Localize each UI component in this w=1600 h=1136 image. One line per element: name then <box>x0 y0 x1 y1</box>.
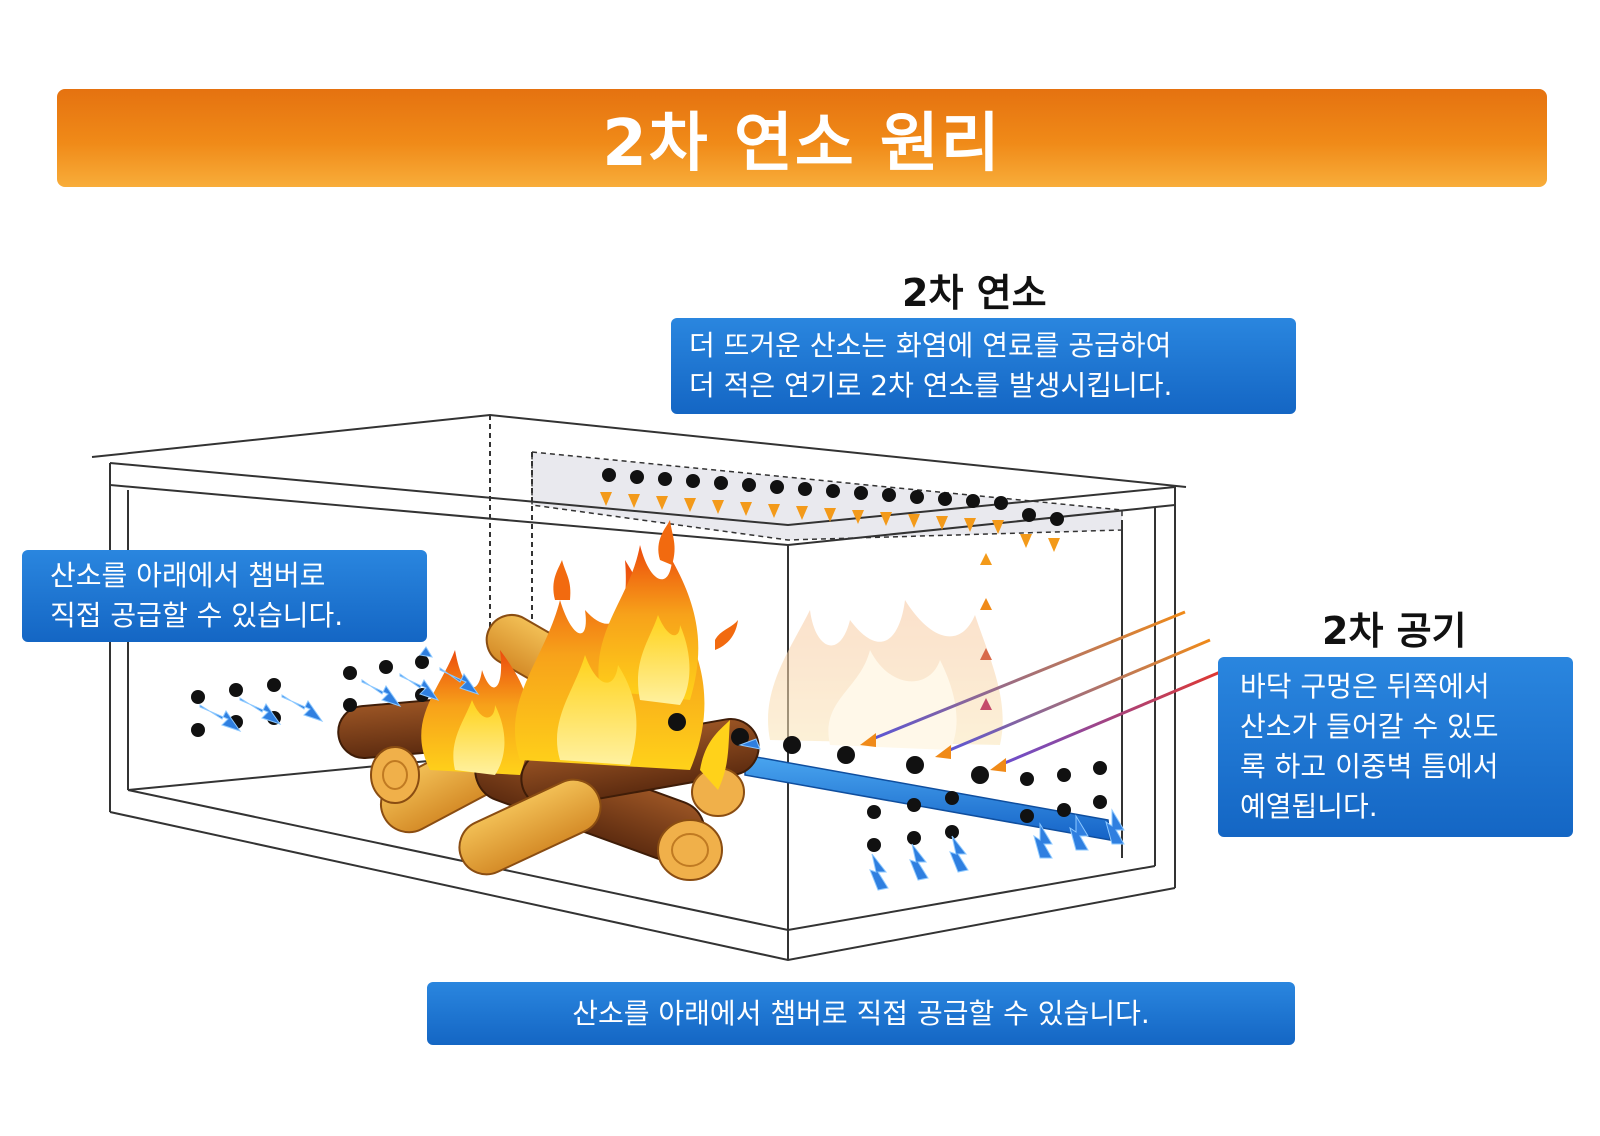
secondary-combustion-line-1: 더 뜨거운 산소는 화염에 연료를 공급하여 <box>689 329 1172 362</box>
secondary-combustion-line-2: 더 적은 연기로 2차 연소를 발생시킵니다. <box>689 369 1173 402</box>
bottom-note-text: 산소를 아래에서 챔버로 직접 공급할 수 있습니다. <box>572 996 1150 1030</box>
title-banner: 2차 연소 원리 <box>57 89 1547 187</box>
secondary-combustion-box: 더 뜨거운 산소는 화염에 연료를 공급하여 더 적은 연기로 2차 연소를 발… <box>671 318 1296 414</box>
left-note-line-1: 산소를 아래에서 챔버로 <box>50 559 326 592</box>
stove-box <box>91 413 1187 962</box>
preheat-rise-arrows <box>980 530 992 760</box>
page-title: 2차 연소 원리 <box>602 107 1002 181</box>
main-flames <box>421 520 738 790</box>
left-note-box: 산소를 아래에서 챔버로 직접 공급할 수 있습니다. <box>22 550 427 642</box>
ghost-flames <box>768 600 1003 750</box>
air-particles <box>191 468 1107 852</box>
secondary-air-line-3: 록 하고 이중벽 틈에서 <box>1240 750 1499 783</box>
secondary-air-line-2: 산소가 들어갈 수 있도 <box>1240 710 1499 743</box>
top-air-panel <box>531 451 1123 541</box>
secondary-air-heading: 2차 공기 <box>1322 609 1467 653</box>
blue-air-arrows <box>199 646 1125 891</box>
top-air-holes <box>602 468 1064 526</box>
heat-arrows-down <box>600 492 1060 552</box>
secondary-air-lines <box>860 610 1226 772</box>
left-note-line-2: 직접 공급할 수 있습니다. <box>50 599 344 632</box>
bottom-note-box: 산소를 아래에서 챔버로 직접 공급할 수 있습니다. <box>427 982 1295 1045</box>
secondary-air-line-1: 바닥 구멍은 뒤쪽에서 <box>1240 670 1490 703</box>
secondary-air-line-4: 예열됩니다. <box>1240 790 1378 823</box>
secondary-air-box: 바닥 구멍은 뒤쪽에서 산소가 들어갈 수 있도 록 하고 이중벽 틈에서 예열… <box>1218 657 1573 837</box>
floor-air-channel <box>744 754 1111 841</box>
secondary-combustion-heading: 2차 연소 <box>902 271 1047 315</box>
